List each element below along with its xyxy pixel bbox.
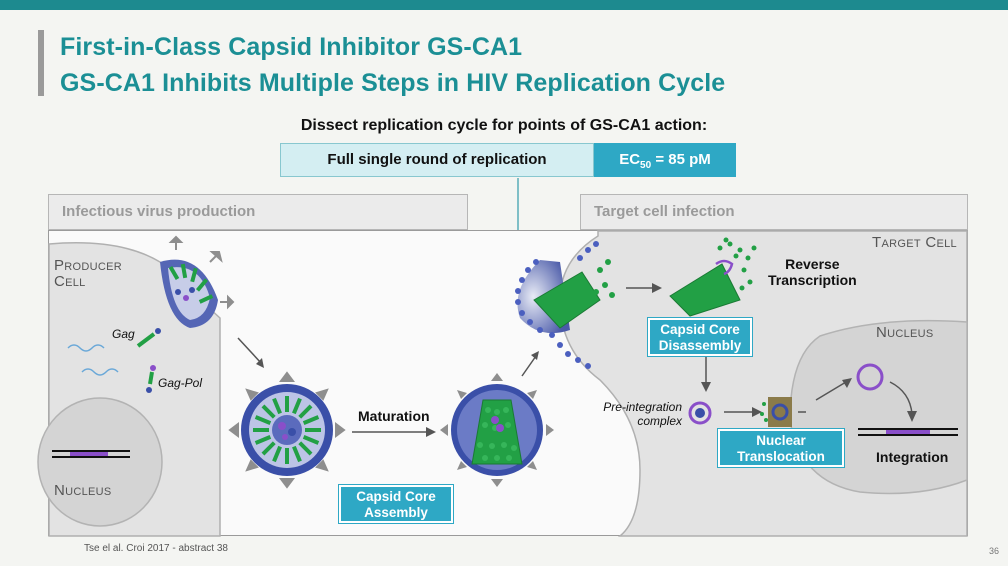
- capsid-spoke: [292, 397, 302, 415]
- capsid-core-assembly-line2: Assembly: [364, 505, 428, 520]
- capsid-spoke: [298, 404, 313, 419]
- capsid-core-disassembly-line1: Capsid Core: [660, 322, 740, 337]
- ec50-subscript: 50: [640, 160, 652, 171]
- capsid-core-assembly-line1: Capsid Core: [356, 489, 436, 504]
- nuclear-translocation-line2: Translocation: [737, 449, 825, 464]
- gag-pol-protein: [146, 365, 156, 393]
- reverse-transcription-line2: Transcription: [768, 272, 857, 288]
- gag-pol-label: Gag-Pol: [158, 376, 203, 390]
- capsid-spoke: [285, 448, 289, 464]
- preintegration-complex: [688, 401, 712, 425]
- page-number: 36: [989, 546, 1000, 556]
- budding-virion: [160, 259, 218, 328]
- fusion-entry-virion: [515, 241, 615, 369]
- producer-cell-label: Producer Cell: [54, 258, 122, 290]
- capsid-spoke: [261, 404, 276, 419]
- capsid-spoke: [305, 428, 321, 432]
- citation: Tse el al. Croi 2017 - abstract 38: [84, 543, 228, 554]
- gag-label: Gag: [112, 327, 135, 341]
- dissect-heading: Dissect replication cycle for points of …: [300, 117, 708, 134]
- reverse-transcription-line1: Reverse: [785, 256, 840, 272]
- capsid-spoke: [285, 396, 289, 412]
- top-accent-bar: [0, 0, 1008, 10]
- target-nucleus: [789, 319, 968, 495]
- maturation-label: Maturation: [358, 408, 430, 424]
- immature-virion: [241, 384, 333, 476]
- viral-rna-1: [67, 344, 105, 352]
- nucleus-left-label: Nucleus: [54, 482, 112, 499]
- capsid-spoke: [292, 445, 302, 463]
- title-accent-bar: [38, 30, 44, 96]
- capsid-spoke: [261, 441, 276, 456]
- capsid-spoke: [272, 397, 282, 415]
- integration-complex: [856, 363, 884, 391]
- producer-nucleus: [37, 397, 163, 527]
- mature-virion: [451, 384, 543, 476]
- capsid-spoke: [253, 428, 269, 432]
- capsid-spoke: [254, 435, 272, 445]
- capsid-core-disassembly-line2: Disassembly: [658, 338, 742, 353]
- ec50-value: = 85 pM: [651, 151, 711, 168]
- reverse-transcription-label: Reverse Transcription: [768, 256, 857, 288]
- preintegration-line1: Pre-integration: [603, 400, 682, 414]
- nuclear-translocation-line1: Nuclear: [756, 433, 806, 448]
- producer-cell-label-line2: Cell: [54, 273, 86, 290]
- slide-title: First-in-Class Capsid Inhibitor GS-CA1: [60, 33, 523, 61]
- slide-subtitle: GS-CA1 Inhibits Multiple Steps in HIV Re…: [60, 69, 726, 97]
- capsid-spoke: [302, 415, 320, 425]
- capsid-spoke: [254, 415, 272, 425]
- target-cell-label: Target Cell: [872, 234, 957, 251]
- panel-left-label: Infectious virus production: [62, 203, 256, 220]
- preintegration-label: Pre-integration complex: [594, 400, 682, 428]
- panel-right-label: Target cell infection: [594, 203, 735, 220]
- capsid-core-disassembly-box: Capsid Core Disassembly: [648, 318, 752, 356]
- ec50-box: EC50 = 85 pM: [594, 143, 736, 177]
- capsid-spoke: [272, 445, 282, 463]
- capsid-core-assembly-box: Capsid Core Assembly: [339, 485, 453, 523]
- panel-infectious-virus-production: Infectious virus production: [48, 194, 468, 230]
- nuclear-translocation-box: Nuclear Translocation: [718, 429, 844, 467]
- viral-rna-2: [81, 368, 119, 376]
- preintegration-line2: complex: [637, 414, 682, 428]
- immature-virion-spikes: [228, 371, 346, 489]
- nuclear-pore: [760, 397, 792, 427]
- mature-virion-spikes: [440, 373, 554, 487]
- capsid-spoke: [302, 435, 320, 445]
- nucleus-right-label: Nucleus: [876, 324, 934, 341]
- capsid-spoke: [298, 441, 313, 456]
- reverse-transcription-capsid: [669, 237, 757, 317]
- producer-cell-label-line1: Producer: [54, 257, 123, 274]
- panel-target-cell-infection: Target cell infection: [580, 194, 968, 230]
- integration-label: Integration: [876, 449, 949, 465]
- gag-protein: [136, 328, 161, 348]
- ec50-prefix: EC: [619, 151, 641, 168]
- full-round-box: Full single round of replication: [280, 143, 594, 177]
